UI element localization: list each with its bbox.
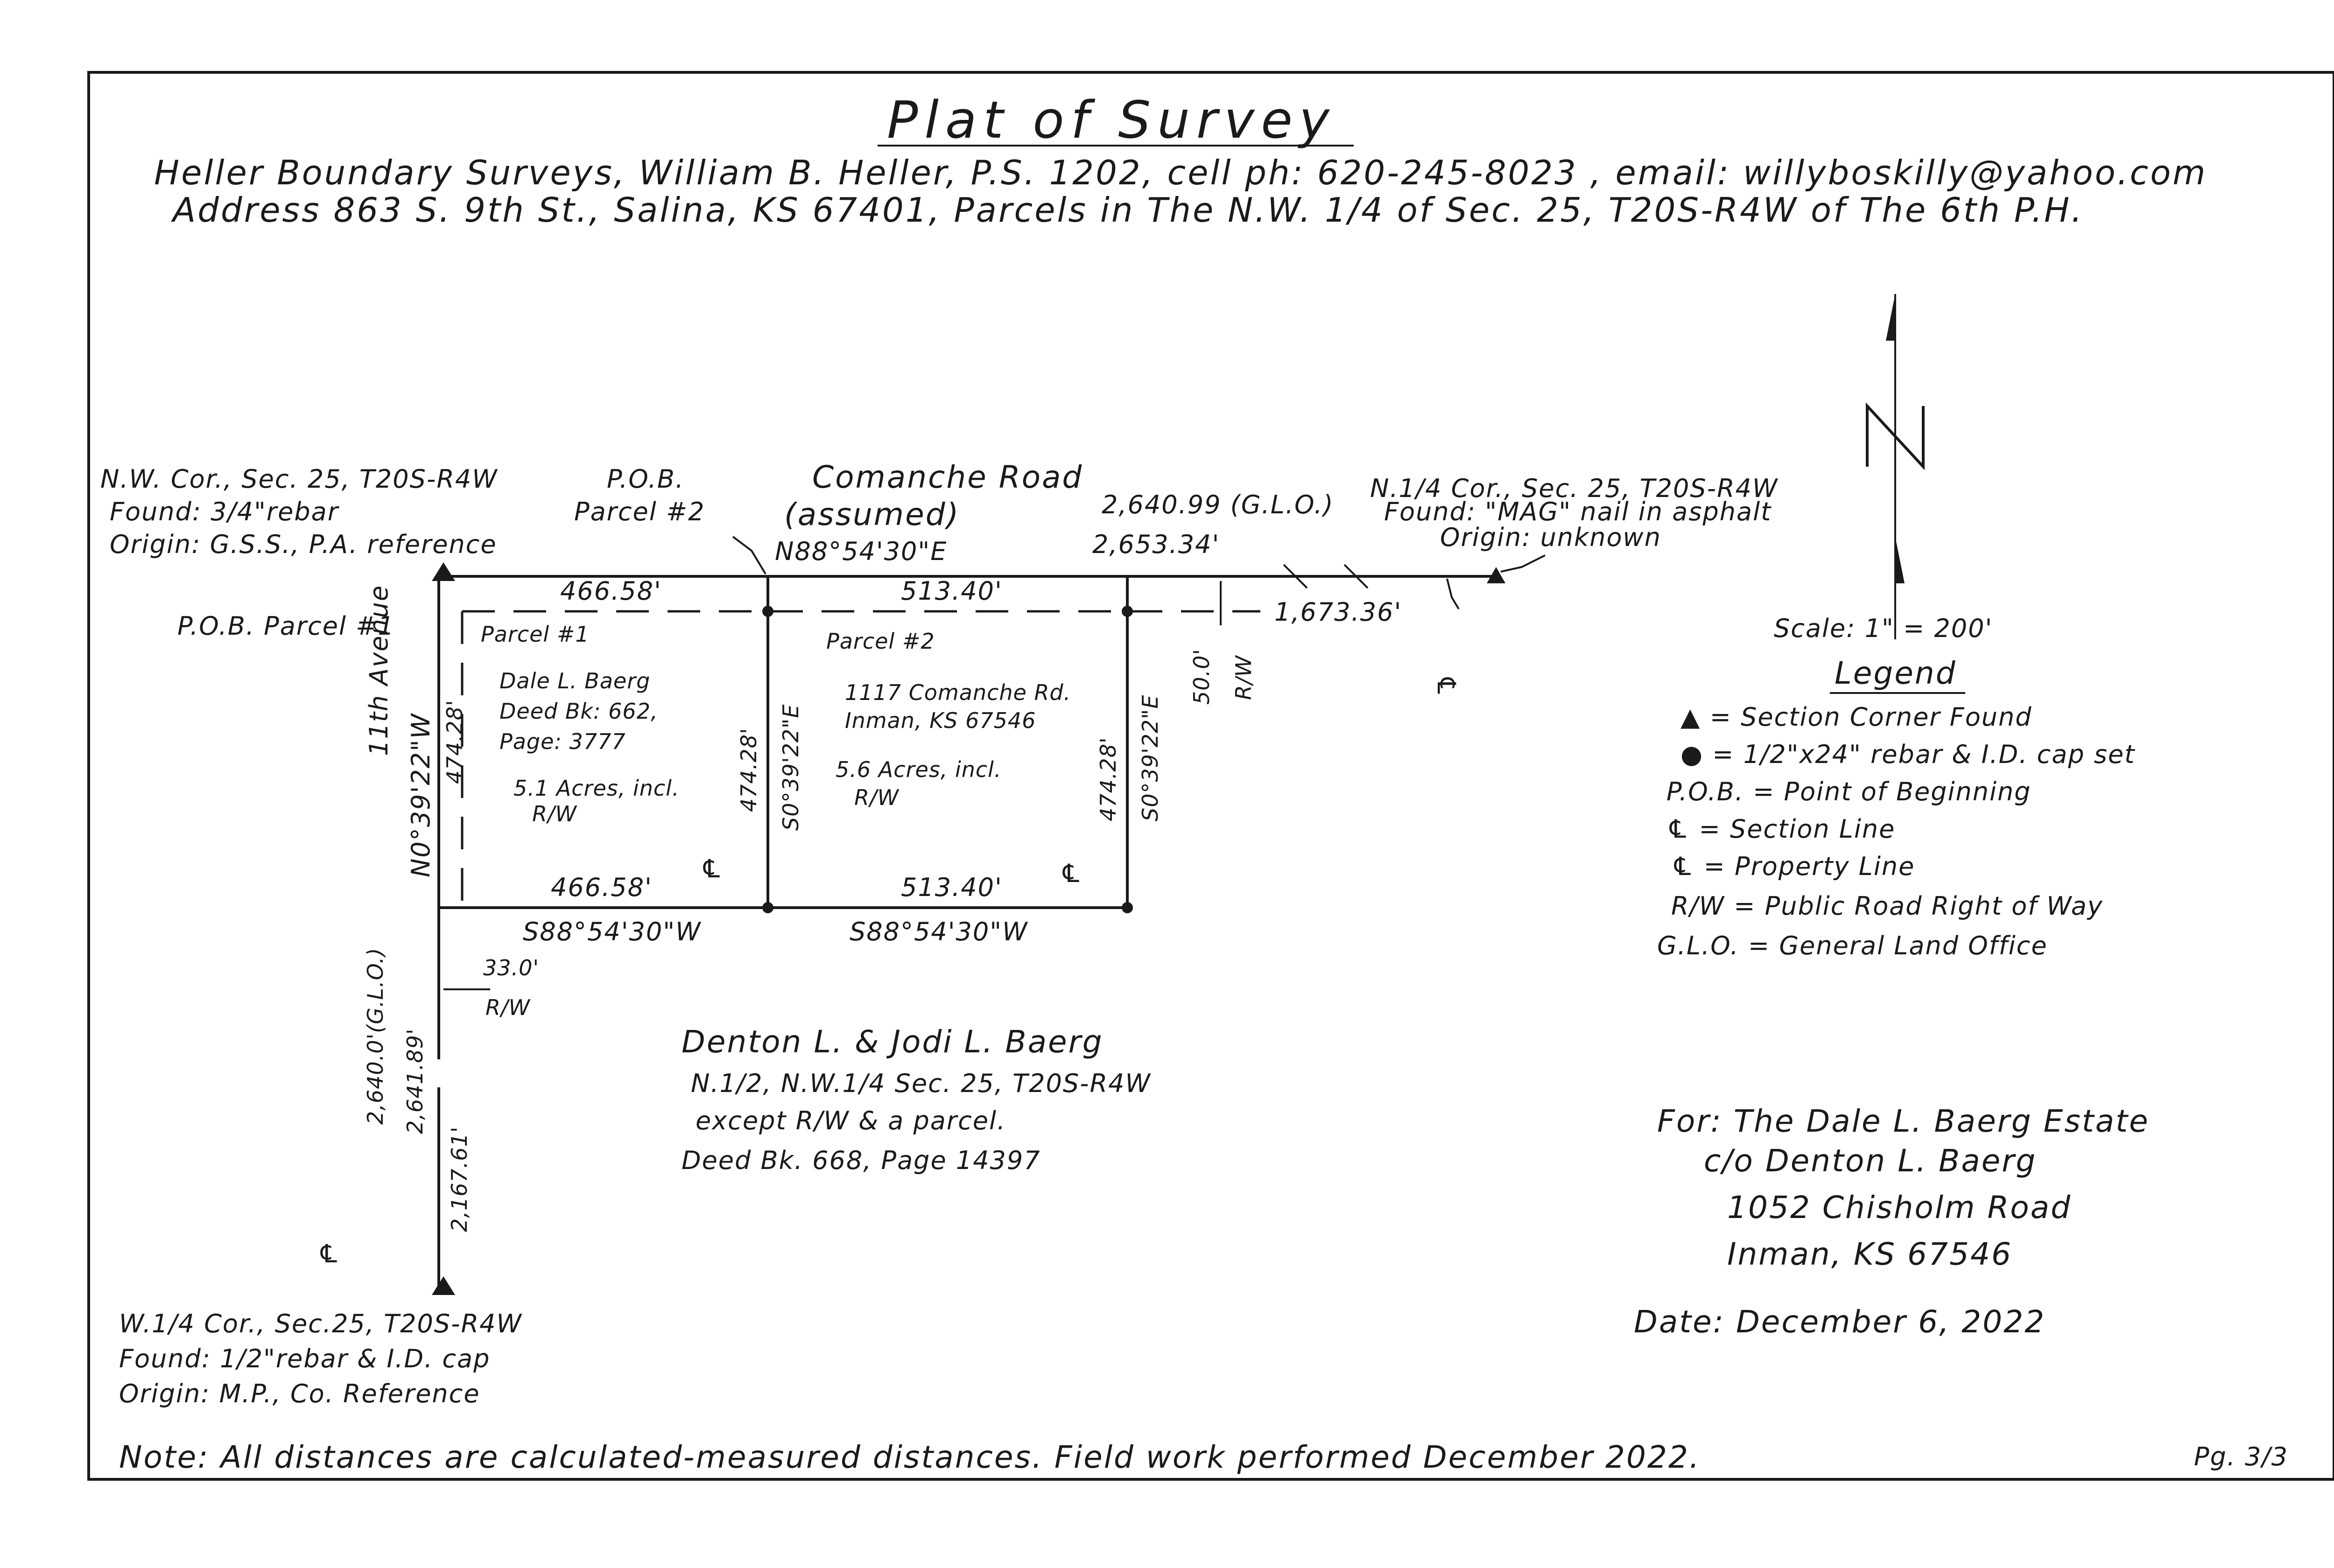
owner-deed: Deed Bk. 668, Page 14397: [682, 1146, 1041, 1175]
legend-item: G.L.O. = General Land Office: [1657, 931, 2048, 960]
nw-corner-line1: N.W. Cor., Sec. 25, T20S-R4W: [100, 464, 498, 494]
cl-symbol-west: ℄: [317, 1239, 341, 1268]
rem-leader: [1446, 578, 1460, 610]
wq-corner-line2: Found: 1/2"rebar & I.D. cap: [119, 1344, 490, 1373]
rebar-set-icon: [762, 902, 773, 913]
owner-desc2: except R/W & a parcel.: [696, 1106, 1006, 1135]
road-row-label: R/W: [1231, 655, 1256, 700]
road-name: Comanche Road: [812, 459, 1083, 495]
parcel1-north: 466.58': [560, 576, 662, 606]
parcel2-acres-row: R/W: [854, 785, 899, 810]
nw-corner-line3: Origin: G.S.S., P.A. reference: [110, 530, 497, 559]
plat-title: Plat of Survey: [887, 90, 1336, 150]
rebar-set-icon: [1122, 606, 1133, 617]
break-mark: [1343, 564, 1369, 589]
rebar-set-icon: [762, 606, 773, 617]
pl-symbol-2: ℄: [1060, 859, 1083, 888]
parcel2-acres: 5.6 Acres, incl.: [836, 757, 1002, 782]
parcel1-deed: Deed Bk: 662,: [499, 699, 658, 724]
parcel1-label: Parcel #1: [481, 622, 590, 647]
nq-leader: [1500, 554, 1546, 573]
pob-parcel2-line2: Parcel #2: [574, 497, 705, 526]
parcel1-acres-row: R/W: [532, 801, 577, 826]
road-row-width: 50.0': [1189, 649, 1214, 705]
break-mark: [1283, 564, 1308, 589]
nq-corner-line2: Found: "MAG" nail in asphalt: [1384, 497, 1772, 526]
surveyor-line: Heller Boundary Surveys, William B. Hell…: [154, 153, 2207, 192]
parcel2-address2: Inman, KS 67546: [845, 708, 1036, 733]
avenue-row-label: R/W: [485, 995, 530, 1020]
parcel2-east: 474.28': [1096, 737, 1121, 821]
field-note: Note: All distances are calculated-measu…: [119, 1439, 1701, 1475]
road-remaining: 1,673.36': [1274, 597, 1402, 627]
legend-item: ● = 1/2"x24" rebar & I.D. cap set: [1680, 740, 2135, 769]
page-number: Pg. 3/3: [2194, 1442, 2288, 1471]
parcel2-label: Parcel #2: [826, 629, 935, 654]
road-bearing: N88°54'30"E: [775, 537, 947, 566]
avenue-row-width: 33.0': [483, 955, 539, 980]
rebar-set-icon: [1122, 902, 1133, 913]
avenue-name: 11th Avenue: [364, 585, 394, 756]
avenue-glo: 2,640.0'(G.L.O.): [363, 947, 388, 1125]
parcel1-owner: Dale L. Baerg: [499, 668, 650, 693]
south-bearing-2: S88°54'30"W: [850, 917, 1028, 946]
road-glo: 2,640.99 (G.L.O.): [1102, 490, 1334, 519]
survey-date: Date: December 6, 2022: [1634, 1304, 2046, 1340]
legend-title: Legend: [1835, 655, 1957, 691]
cl-symbol-north: ℄: [1432, 674, 1461, 698]
parcel1-acres: 5.1 Acres, incl.: [513, 776, 680, 801]
n-quarter-corner-icon: [1487, 567, 1505, 583]
parcel2-address1: 1117 Comanche Rd.: [845, 680, 1071, 705]
west-bearing: N0°39'22"W: [406, 713, 436, 877]
client-line1: For: The Dale L. Baerg Estate: [1657, 1103, 2150, 1139]
road-measured: 2,653.34': [1092, 530, 1220, 559]
scale-label: Scale: 1" = 200': [1774, 614, 1993, 643]
wq-corner-line1: W.1/4 Cor., Sec.25, T20S-R4W: [119, 1309, 522, 1338]
parcel2-north: 513.40': [901, 576, 1003, 606]
owner-desc1: N.1/2, N.W.1/4 Sec. 25, T20S-R4W: [691, 1069, 1151, 1098]
shared-bearing: S0°39'22"E: [778, 704, 803, 831]
road-assumed: (assumed): [784, 497, 960, 532]
parcel1-west: 474.28': [442, 700, 467, 784]
pob-parcel1: P.O.B. Parcel #1: [177, 611, 395, 641]
legend-item: ℄ = Section Line: [1666, 814, 1895, 844]
parcel1-south: 466.58': [551, 873, 653, 902]
wq-corner-line3: Origin: M.P., Co. Reference: [119, 1379, 480, 1408]
nw-corner-line2: Found: 3/4"rebar: [110, 497, 339, 526]
w-quarter-corner-icon: [432, 1276, 455, 1295]
pob-parcel2-line1: P.O.B.: [607, 464, 684, 494]
parcel1-east: 474.28': [736, 728, 761, 812]
client-line4: Inman, KS 67546: [1727, 1236, 2012, 1272]
nw-corner-icon: [432, 562, 455, 581]
address-line: Address 863 S. 9th St., Salina, KS 67401…: [171, 190, 2084, 230]
parcel1-page: Page: 3777: [499, 729, 626, 754]
nq-corner-line1: N.1/4 Cor., Sec. 25, T20S-R4W: [1370, 474, 1779, 503]
avenue-lower: 2,167.61': [447, 1127, 472, 1232]
parcel2-east-bearing: S0°39'22"E: [1138, 695, 1163, 821]
avenue-measured: 2,641.89': [402, 1029, 428, 1134]
pob2-leader: [732, 536, 766, 575]
legend-item: ℄ = Property Line: [1671, 852, 1915, 881]
sheet-border: [87, 71, 2334, 1481]
pl-symbol-1: ℄: [700, 854, 724, 883]
north-arrow-icon: [1866, 294, 1925, 639]
owner-name: Denton L. & Jodi L. Baerg: [682, 1024, 1104, 1060]
legend-item: R/W = Public Road Right of Way: [1671, 891, 2103, 921]
client-line2: c/o Denton L. Baerg: [1704, 1143, 2037, 1179]
client-line3: 1052 Chisholm Road: [1727, 1190, 2072, 1225]
south-bearing-1: S88°54'30"W: [523, 917, 702, 946]
legend-item: ▲ = Section Corner Found: [1680, 702, 2032, 732]
legend-item: P.O.B. = Point of Beginning: [1666, 777, 2031, 806]
nq-corner-line3: Origin: unknown: [1440, 523, 1661, 552]
parcel2-south: 513.40': [901, 873, 1003, 902]
